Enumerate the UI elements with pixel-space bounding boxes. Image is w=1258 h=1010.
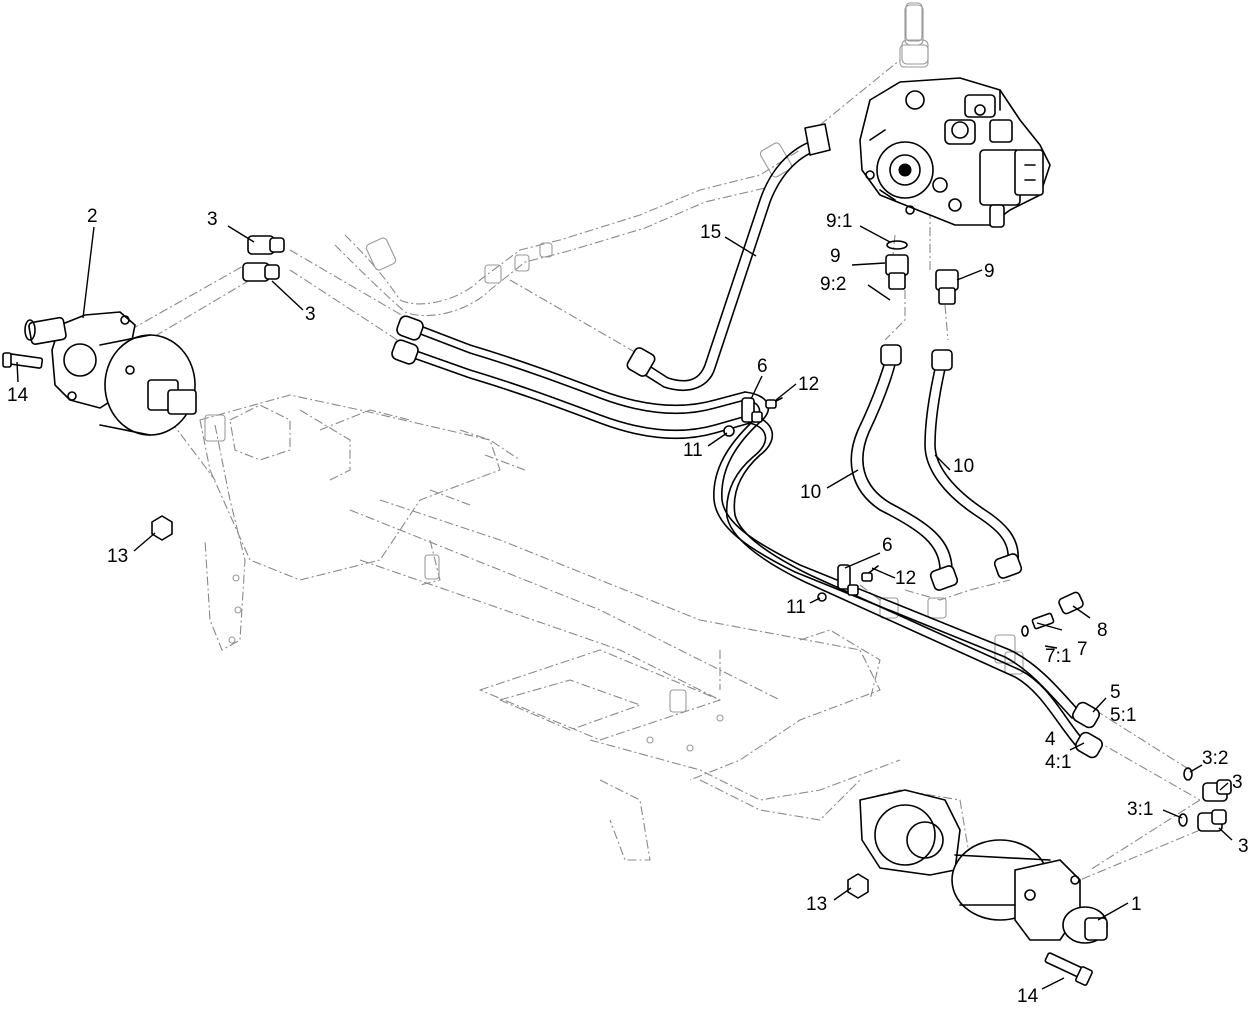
top-fitting bbox=[901, 2, 929, 65]
callout-12-upper: 12 bbox=[798, 374, 819, 395]
callout-4: 4 bbox=[1045, 729, 1056, 750]
nut-part-13-left bbox=[151, 515, 173, 541]
callout-13-right: 13 bbox=[806, 894, 827, 915]
callout-9-right: 9 bbox=[984, 261, 995, 282]
callout-4-1: 4:1 bbox=[1045, 752, 1071, 773]
right-fittings-part-3 bbox=[1178, 767, 1232, 832]
callout-14-right: 14 bbox=[1017, 986, 1039, 1007]
tubes-parts-4-5 bbox=[391, 315, 1103, 759]
fittings-part-9 bbox=[885, 240, 959, 305]
callout-5: 5 bbox=[1110, 682, 1121, 703]
callout-9-left: 9 bbox=[830, 246, 841, 267]
callout-10-right: 10 bbox=[953, 456, 974, 477]
callout-13-left: 13 bbox=[107, 546, 128, 567]
chassis-frame-ghost bbox=[199, 394, 971, 871]
callout-3-left-upper: 3 bbox=[207, 209, 218, 230]
callout-9-1: 9:1 bbox=[826, 211, 852, 232]
callout-3-2: 3:2 bbox=[1202, 748, 1228, 769]
callout-15: 15 bbox=[700, 222, 721, 243]
callout-6-upper: 6 bbox=[757, 356, 768, 377]
callout-3-right-lower: 3 bbox=[1238, 836, 1249, 857]
clamps-part-6 bbox=[723, 397, 879, 602]
callout-9-2: 9:2 bbox=[820, 274, 846, 295]
ghost-fittings bbox=[204, 4, 1024, 713]
callout-10-left: 10 bbox=[800, 482, 821, 503]
ghost-hoses-upper bbox=[129, 59, 1201, 881]
callout-3-right-upper: 3 bbox=[1232, 772, 1243, 793]
tube-part-15 bbox=[626, 123, 831, 391]
bolt-part-14-left bbox=[2, 352, 44, 369]
callout-5-1: 5:1 bbox=[1110, 705, 1136, 726]
pump-assembly bbox=[859, 77, 1051, 228]
callout-7: 7 bbox=[1077, 639, 1088, 660]
callout-11-lower: 11 bbox=[786, 597, 806, 618]
callout-leaders bbox=[16, 225, 1233, 990]
callout-8: 8 bbox=[1097, 620, 1108, 641]
bolt-part-14-right bbox=[1044, 952, 1093, 986]
nut-part-13-right bbox=[847, 873, 869, 899]
parts-7-8 bbox=[1021, 591, 1084, 637]
right-wheel-motor bbox=[859, 789, 1108, 944]
callout-14-left: 14 bbox=[7, 385, 29, 406]
left-wheel-motor bbox=[24, 311, 197, 436]
callout-2: 2 bbox=[87, 206, 98, 227]
callout-7-1: 7:1 bbox=[1045, 646, 1071, 667]
hoses-part-10 bbox=[850, 344, 1023, 591]
callout-1: 1 bbox=[1131, 894, 1142, 915]
callout-3-left-lower: 3 bbox=[305, 304, 316, 325]
callout-labels: 1 2 3 3 3 3 3:1 3:2 4 4:1 5 5:1 6 6 7 7:… bbox=[7, 206, 1249, 1007]
callout-3-1: 3:1 bbox=[1127, 799, 1153, 820]
left-fittings-part-3 bbox=[242, 235, 285, 282]
callout-12-lower: 12 bbox=[895, 568, 916, 589]
callout-11-upper: 11 bbox=[683, 440, 703, 461]
callout-6-lower: 6 bbox=[882, 535, 893, 556]
